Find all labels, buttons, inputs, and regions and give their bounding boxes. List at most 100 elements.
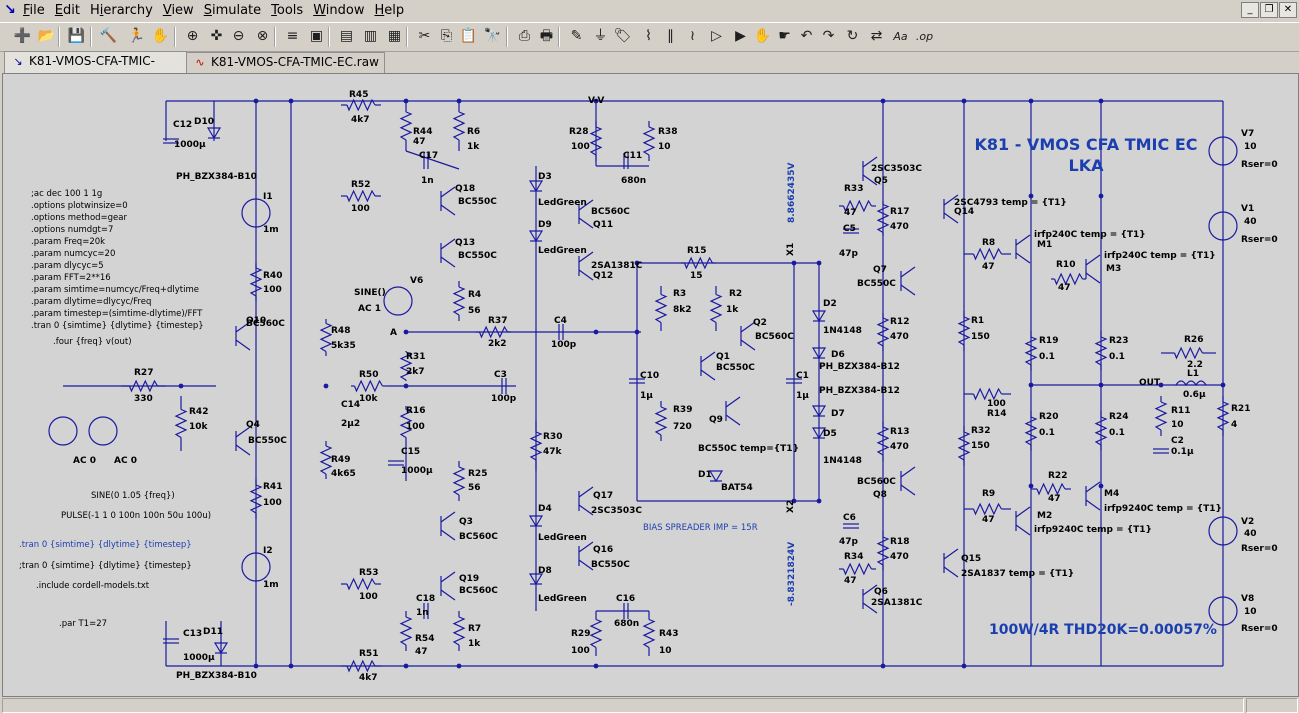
menu-view[interactable]: View (162, 3, 194, 18)
part-ref-q6: Q6 (874, 587, 888, 597)
part-value-r51: 4k7 (359, 673, 378, 683)
led-d3 (528, 180, 544, 193)
transistor-q18 (440, 186, 456, 198)
part-value-r20: 0.1 (1039, 428, 1055, 438)
part-value-r25: 56 (468, 483, 481, 493)
part-value-q16: BC550C (591, 560, 630, 570)
pan-icon[interactable]: ✜ (210, 28, 223, 44)
part-ref-r54: R54 (415, 634, 434, 644)
diode-icon[interactable]: ▷ (711, 28, 722, 44)
component-icon[interactable]: ▶ (735, 28, 746, 44)
undo-icon[interactable]: ↶ (800, 28, 813, 44)
spice-directive-icon[interactable]: .op (915, 30, 934, 43)
rotate-icon[interactable]: ↻ (846, 28, 859, 44)
inductor-icon[interactable]: ≀ (689, 28, 696, 44)
zoom-in-icon[interactable]: ⊕ (186, 28, 199, 44)
ground-icon[interactable]: ⏚ (593, 28, 608, 44)
zener-d7 (811, 405, 827, 418)
part-ref-r25: R25 (468, 469, 487, 479)
toolbar-separator (58, 27, 60, 47)
part-value-d1: BAT54 (721, 483, 753, 493)
part-ref-d1: D1 (698, 470, 712, 480)
paste-icon[interactable]: 📋 (459, 28, 478, 44)
spice-directive: .tran 0 {simtime} {dlytime} {timestep} (31, 321, 204, 331)
menu-hierarchy[interactable]: Hierarchy (89, 3, 153, 18)
window-controls: _ ❐ ✕ (1241, 2, 1297, 18)
restore-button[interactable]: ❐ (1260, 2, 1278, 18)
transistor-q15 (943, 566, 959, 578)
resistor-icon[interactable]: ⌇ (645, 28, 652, 44)
copy-icon[interactable]: ⎘ (440, 28, 453, 44)
mirror-icon[interactable]: ⇄ (870, 28, 883, 44)
redo-icon[interactable]: ↷ (822, 28, 835, 44)
drag-icon[interactable]: ☛ (778, 28, 791, 44)
part-ref-c18: C18 (416, 594, 435, 604)
run-icon[interactable]: 🏃 (127, 28, 146, 44)
part-value-r40: 100 (263, 285, 282, 295)
toolbar-separator (506, 27, 508, 47)
menu-tools[interactable]: Tools (271, 3, 304, 18)
zoom-out-icon[interactable]: ⊖ (232, 28, 245, 44)
zoom-extents-icon[interactable]: ▣ (309, 28, 324, 44)
halt-icon[interactable]: ✋ (151, 28, 170, 44)
tile-windows-icon[interactable]: ▤ (339, 28, 354, 44)
spice-directive: ;ac dec 100 1 1g (31, 189, 102, 199)
close-button[interactable]: ✕ (1279, 2, 1297, 18)
part-ref-q4: Q4 (246, 420, 260, 430)
part-value-r27: 330 (134, 394, 153, 404)
print-icon[interactable]: 🖶 (539, 28, 554, 44)
part-ref-c2: C2 (1171, 436, 1184, 446)
junction-dot (253, 98, 259, 104)
tab-waveform[interactable]: ∿ K81-VMOS-CFA-TMIC-EC.raw (186, 52, 385, 73)
part-value-r37: 2k2 (488, 339, 507, 349)
part-ref-c17: C17 (419, 151, 438, 161)
move-icon[interactable]: ✋ (753, 28, 772, 44)
zoom-cancel-icon[interactable]: ⊗ (256, 28, 269, 44)
tab-schematic[interactable]: ↘ K81-VMOS-CFA-TMIC-EC.asc (4, 51, 187, 87)
menu-simulate[interactable]: Simulate (203, 3, 262, 18)
new-schematic-icon[interactable]: ➕ (13, 28, 32, 44)
minimize-button[interactable]: _ (1241, 2, 1259, 18)
part-ref-r49: R49 (331, 455, 350, 465)
resistor (1173, 346, 1204, 360)
open-icon[interactable]: 📂 (37, 28, 56, 44)
find-icon[interactable]: 🔭 (483, 28, 502, 44)
part-ref-q11: Q11 (593, 220, 613, 230)
resistor (589, 618, 603, 649)
text-icon[interactable]: Aa (893, 30, 908, 43)
resistor (642, 126, 656, 156)
save-icon[interactable]: 💾 (67, 28, 86, 44)
menu-bar: File Edit Hierarchy View Simulate Tools Window… (18, 2, 409, 20)
part-value-r34: 47 (844, 576, 857, 586)
menu-file[interactable]: File (23, 3, 45, 18)
menu-window[interactable]: Window (313, 3, 365, 18)
label-net-icon[interactable]: 🏷 (613, 28, 632, 44)
part-ref-q13: Q13 (455, 238, 475, 248)
draw-wire-icon[interactable]: ✎ (570, 28, 583, 44)
rser-v2: Rser=0 (1241, 544, 1278, 554)
part-value-v3: AC 0 (73, 456, 96, 466)
autorange-icon[interactable]: ≡ (286, 28, 299, 44)
resistor (683, 256, 714, 270)
part-ref-l1: L1 (1187, 369, 1199, 379)
cascade-windows-icon[interactable]: ▥ (363, 28, 378, 44)
menu-edit[interactable]: Edit (54, 3, 80, 18)
cut-icon[interactable]: ✂ (418, 28, 431, 44)
resistor (128, 379, 159, 393)
menu-help[interactable]: Help (374, 3, 405, 18)
rser-v8: Rser=0 (1241, 624, 1278, 634)
waveform-icon: ∿ (195, 56, 205, 69)
part-value-d11: PH_BZX384-B10 (176, 671, 257, 681)
part-value-r18: 470 (890, 552, 909, 562)
part-value-q13: BC550C (458, 251, 497, 261)
capacitor-icon[interactable]: ∥ (667, 28, 674, 44)
transistor-q5 (862, 156, 878, 168)
close-windows-icon[interactable]: ▦ (387, 28, 402, 44)
part-ref-q7: Q7 (873, 265, 887, 275)
control-panel-icon[interactable]: 🔨 (99, 28, 118, 44)
print-setup-icon[interactable]: ⎙ (518, 28, 531, 44)
resistor (452, 111, 466, 141)
part-ref-r34: R34 (844, 552, 863, 562)
resistor (876, 203, 890, 234)
